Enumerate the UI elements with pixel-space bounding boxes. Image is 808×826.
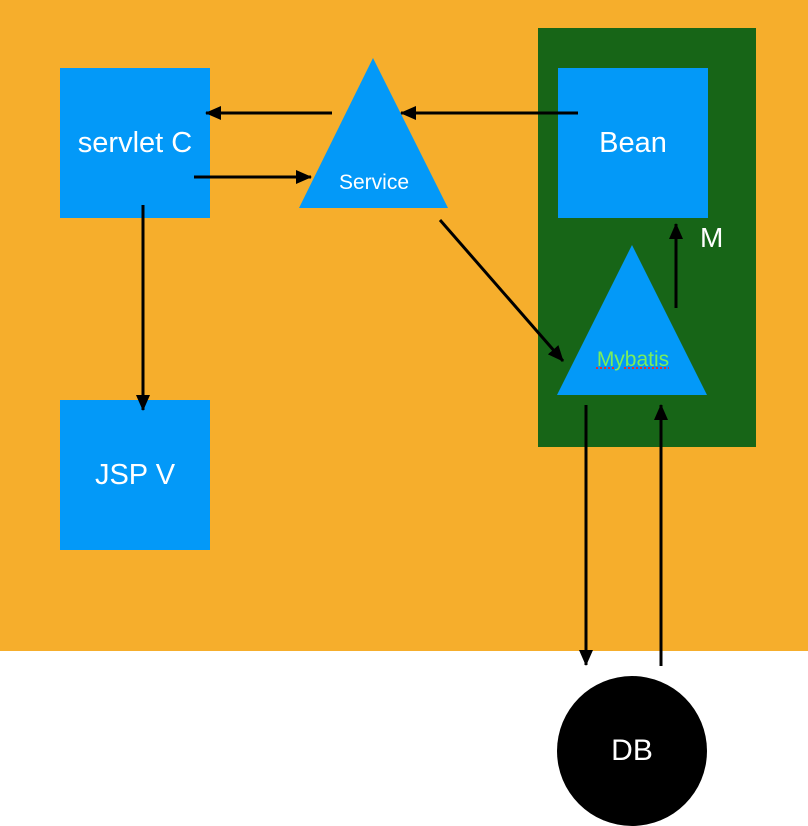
servlet-node[interactable]: servlet C <box>60 68 210 218</box>
edge-service-to-mybatis <box>438 219 565 362</box>
bean-node[interactable]: Bean <box>558 68 708 218</box>
bean-label: Bean <box>599 126 667 159</box>
jsp-label: JSP V <box>94 458 176 491</box>
mybatis-label: Mybatis <box>596 348 670 371</box>
service-node[interactable] <box>299 58 448 208</box>
servlet-label: servlet C <box>77 126 193 159</box>
db-label: DB <box>611 734 653 767</box>
shapes-layer <box>136 58 707 666</box>
model-group-label: M <box>700 222 724 253</box>
service-label: Service <box>338 171 410 194</box>
jsp-node[interactable]: JSP V <box>60 400 210 550</box>
db-node[interactable]: DB <box>557 676 707 826</box>
mybatis-node[interactable] <box>557 245 707 395</box>
